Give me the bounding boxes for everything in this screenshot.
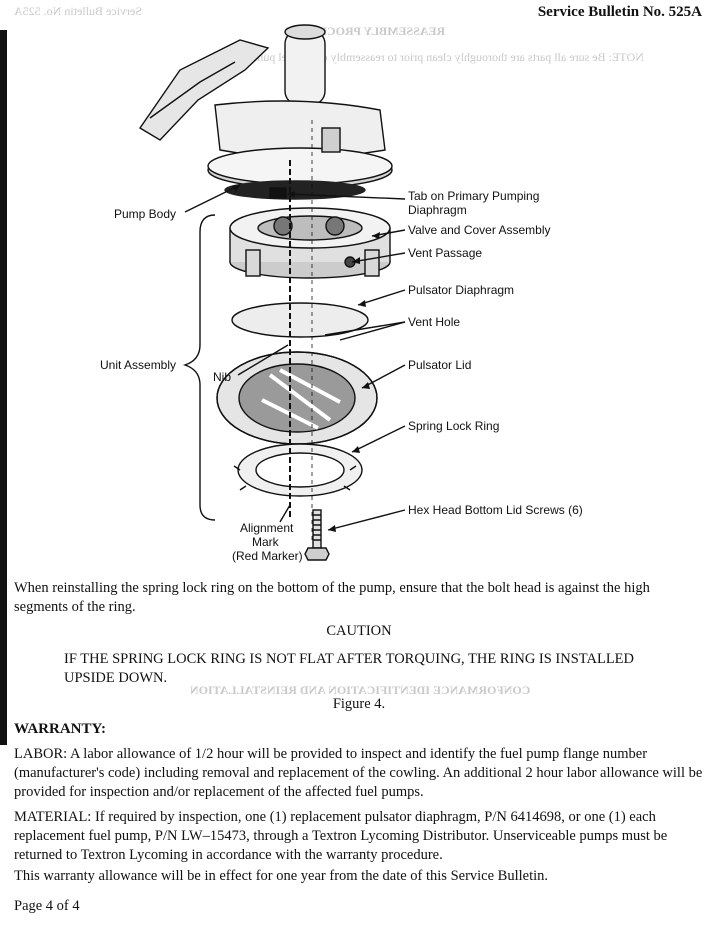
label-alignment-line1: Alignment: [240, 521, 294, 535]
label-pulsator-lid: Pulsator Lid: [408, 358, 471, 372]
page-number: Page 4 of 4: [14, 898, 80, 914]
label-alignment-line3: (Red Marker): [232, 549, 303, 563]
spring-lock-ring-illustration: [233, 443, 363, 497]
valve-cover-illustration: [229, 207, 391, 279]
label-vent-hole: Vent Hole: [408, 315, 460, 329]
label-nib: Nib: [213, 370, 231, 384]
caution-title: CAUTION: [326, 623, 392, 639]
pump-body-illustration: [139, 24, 393, 200]
fuel-pump-exploded-diagram: Pump Body Tab on Primary Pumping Diaphra…: [100, 24, 583, 563]
caution-text: IF THE SPRING LOCK RING IS NOT FLAT AFTE…: [64, 651, 635, 686]
label-pulsator-diaphragm: Pulsator Diaphragm: [408, 283, 514, 297]
material-paragraph: MATERIAL: If required by inspection, one…: [14, 809, 668, 863]
label-hex-screws: Hex Head Bottom Lid Screws (6): [408, 503, 583, 517]
label-pump-body: Pump Body: [114, 207, 176, 221]
label-tab-line1: Tab on Primary Pumping: [408, 189, 539, 203]
reinstall-note: When reinstalling the spring lock ring o…: [14, 580, 650, 615]
revision-bar: [0, 30, 7, 745]
label-valve-cover: Valve and Cover Assembly: [408, 223, 551, 237]
warranty-heading: WARRANTY:: [14, 721, 106, 737]
hex-bolt-illustration: [304, 509, 330, 561]
label-tab-line2: Diaphragm: [408, 203, 467, 217]
label-vent-passage: Vent Passage: [408, 246, 482, 260]
pulsator-diaphragm-illustration: [231, 302, 369, 338]
pulsator-lid-illustration: [216, 351, 378, 445]
label-spring-lock-ring: Spring Lock Ring: [408, 419, 499, 433]
label-alignment-line2: Mark: [252, 535, 280, 549]
labor-paragraph: LABOR: A labor allowance of 1/2 hour wil…: [14, 746, 703, 800]
figure-caption: Figure 4.: [332, 696, 386, 712]
label-unit-assembly: Unit Assembly: [100, 358, 176, 372]
allowance-paragraph: This warranty allowance will be in effec…: [14, 868, 549, 884]
bulletin-number: Service Bulletin No. 525A: [537, 4, 702, 20]
